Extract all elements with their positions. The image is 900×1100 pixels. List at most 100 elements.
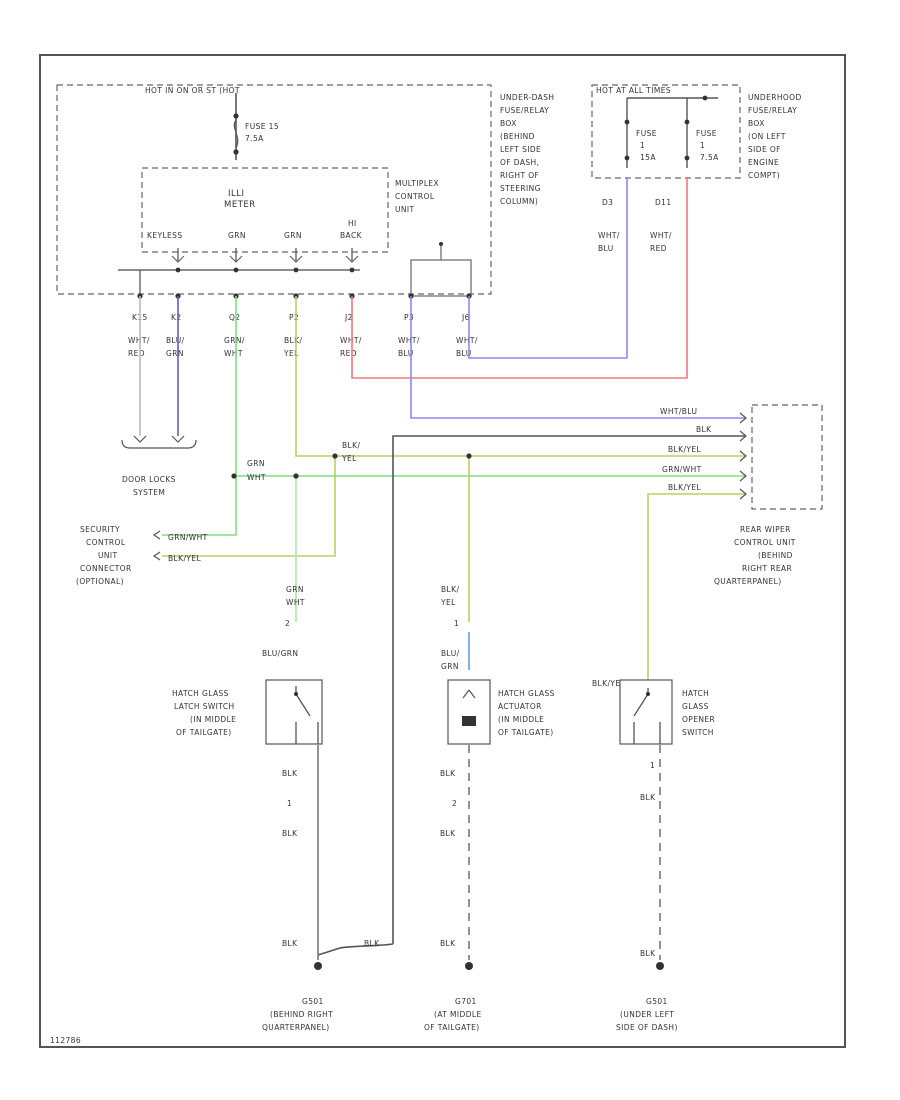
svg-text:WHT/: WHT/ <box>398 336 420 345</box>
hatch-glass-latch-switch <box>265 679 323 745</box>
door-locks-label: DOOR LOCKS <box>122 475 176 484</box>
svg-text:SIDE OF DASH): SIDE OF DASH) <box>616 1023 678 1032</box>
svg-text:BLK/: BLK/ <box>342 441 360 450</box>
svg-text:BLK: BLK <box>440 939 456 948</box>
door-locks-connector <box>121 435 197 449</box>
svg-text:BLK: BLK <box>282 769 298 778</box>
svg-text:OF TAILGATE): OF TAILGATE) <box>176 728 232 737</box>
svg-text:J2: J2 <box>344 313 353 322</box>
ground-g501-left <box>656 962 664 970</box>
svg-text:WHT/BLU: WHT/BLU <box>660 407 697 416</box>
svg-text:7.5A: 7.5A <box>700 153 719 162</box>
svg-text:OF DASH,: OF DASH, <box>500 158 539 167</box>
svg-text:BLK: BLK <box>696 425 712 434</box>
svg-text:FUSE: FUSE <box>636 129 657 138</box>
svg-text:D11: D11 <box>655 198 672 207</box>
rear-wiper-label: REAR WIPER CONTROL UNIT (BEHIND RIGHT RE… <box>714 525 795 586</box>
svg-text:BLK/: BLK/ <box>441 585 459 594</box>
svg-text:GLASS: GLASS <box>682 702 709 711</box>
mcu-pin-labels: KEYLESS GRN GRN HI BACK <box>147 219 363 240</box>
svg-text:BOX: BOX <box>748 119 765 128</box>
svg-text:REAR WIPER: REAR WIPER <box>740 525 791 534</box>
multiplex-label: MULTIPLEX CONTROL UNIT <box>395 179 439 214</box>
svg-text:1: 1 <box>650 761 655 770</box>
svg-text:SIDE OF: SIDE OF <box>748 145 781 154</box>
svg-text:WHT/: WHT/ <box>650 231 672 240</box>
svg-text:CONNECTOR: CONNECTOR <box>80 564 132 573</box>
svg-text:Q2: Q2 <box>229 313 240 322</box>
svg-text:1: 1 <box>287 799 292 808</box>
svg-text:GRN: GRN <box>247 459 265 468</box>
meter-label-1: ILLI <box>228 189 245 199</box>
svg-text:1: 1 <box>700 141 705 150</box>
svg-text:UNDERHOOD: UNDERHOOD <box>748 93 802 102</box>
svg-text:GRN/WHT: GRN/WHT <box>168 533 208 542</box>
svg-text:UNIT: UNIT <box>98 551 118 560</box>
rear-wiper-control-unit <box>751 404 823 510</box>
switch-3-icon <box>633 688 661 744</box>
svg-text:(BEHIND RIGHT: (BEHIND RIGHT <box>270 1010 333 1019</box>
svg-text:G501: G501 <box>302 997 324 1006</box>
hatch-glass-opener-switch <box>619 679 673 745</box>
svg-text:WHT/: WHT/ <box>598 231 620 240</box>
svg-text:BLK/YEL: BLK/YEL <box>592 679 625 688</box>
svg-text:P2: P2 <box>289 313 299 322</box>
svg-text:COMPT): COMPT) <box>748 171 780 180</box>
svg-text:WHT: WHT <box>247 473 266 482</box>
svg-text:(IN MIDDLE: (IN MIDDLE <box>498 715 544 724</box>
svg-text:RED: RED <box>650 244 667 253</box>
svg-text:(ON LEFT: (ON LEFT <box>748 132 786 141</box>
svg-text:QUARTERPANEL): QUARTERPANEL) <box>262 1023 330 1032</box>
svg-text:LATCH SWITCH: LATCH SWITCH <box>174 702 235 711</box>
svg-text:GRN: GRN <box>228 231 246 240</box>
svg-text:GRN: GRN <box>441 662 459 671</box>
svg-text:FUSE: FUSE <box>696 129 717 138</box>
under-dash-fuse-box <box>56 84 492 295</box>
hatch-glass-actuator <box>447 679 491 745</box>
under-dash-box-label: UNDER-DASH FUSE/RELAY BOX (BEHIND LEFT S… <box>500 93 554 206</box>
svg-text:GRN/: GRN/ <box>224 336 245 345</box>
svg-text:2: 2 <box>285 619 290 628</box>
svg-text:HATCH GLASS: HATCH GLASS <box>498 689 555 698</box>
opener-switch-label: HATCH GLASS OPENER SWITCH <box>682 689 715 737</box>
svg-text:P3: P3 <box>404 313 414 322</box>
svg-text:K2: K2 <box>171 313 182 322</box>
fuse15-rating: 7.5A <box>245 134 264 143</box>
svg-text:GRN: GRN <box>166 349 184 358</box>
svg-text:G501: G501 <box>646 997 668 1006</box>
svg-text:ENGINE: ENGINE <box>748 158 779 167</box>
svg-text:BLU: BLU <box>398 349 414 358</box>
svg-text:BACK: BACK <box>340 231 363 240</box>
svg-text:WHT/: WHT/ <box>128 336 150 345</box>
svg-text:BOX: BOX <box>500 119 517 128</box>
svg-text:BLK: BLK <box>364 939 380 948</box>
svg-text:BLK: BLK <box>440 829 456 838</box>
figure-id: 112786 <box>50 1036 81 1045</box>
svg-text:KEYLESS: KEYLESS <box>147 231 182 240</box>
svg-text:(BEHIND: (BEHIND <box>500 132 535 141</box>
rear-wiper-wire-labels: WHT/BLU BLK BLK/YEL GRN/WHT BLK/YEL <box>660 407 712 492</box>
wire-color-labels: WHT/RED BLU/GRN GRN/WHT BLK/YEL WHT/RED … <box>128 336 477 358</box>
svg-text:RED: RED <box>340 349 357 358</box>
svg-text:(BEHIND: (BEHIND <box>758 551 793 560</box>
svg-text:UNDER-DASH: UNDER-DASH <box>500 93 554 102</box>
svg-text:(AT MIDDLE: (AT MIDDLE <box>434 1010 482 1019</box>
svg-text:OF TAILGATE): OF TAILGATE) <box>424 1023 480 1032</box>
underhood-box-label: UNDERHOOD FUSE/RELAY BOX (ON LEFT SIDE O… <box>748 93 802 180</box>
svg-text:YEL: YEL <box>283 349 299 358</box>
svg-text:BLK/YEL: BLK/YEL <box>668 483 701 492</box>
svg-text:BLK: BLK <box>282 939 298 948</box>
svg-text:2: 2 <box>452 799 457 808</box>
svg-text:CONTROL: CONTROL <box>86 538 126 547</box>
svg-text:BLK: BLK <box>640 793 656 802</box>
hot-in-run-label: HOT IN ON OR ST (HOT <box>145 86 240 95</box>
svg-text:(IN MIDDLE: (IN MIDDLE <box>190 715 236 724</box>
svg-text:HI: HI <box>348 219 357 228</box>
svg-text:(UNDER LEFT: (UNDER LEFT <box>620 1010 674 1019</box>
actuator-label: HATCH GLASS ACTUATOR (IN MIDDLE OF TAILG… <box>498 689 555 737</box>
svg-text:BLK: BLK <box>440 769 456 778</box>
security-unit-label: SECURITY CONTROL UNIT CONNECTOR (OPTIONA… <box>76 525 132 586</box>
svg-text:YEL: YEL <box>341 454 357 463</box>
svg-text:OF TAILGATE): OF TAILGATE) <box>498 728 554 737</box>
svg-text:D3: D3 <box>602 198 613 207</box>
